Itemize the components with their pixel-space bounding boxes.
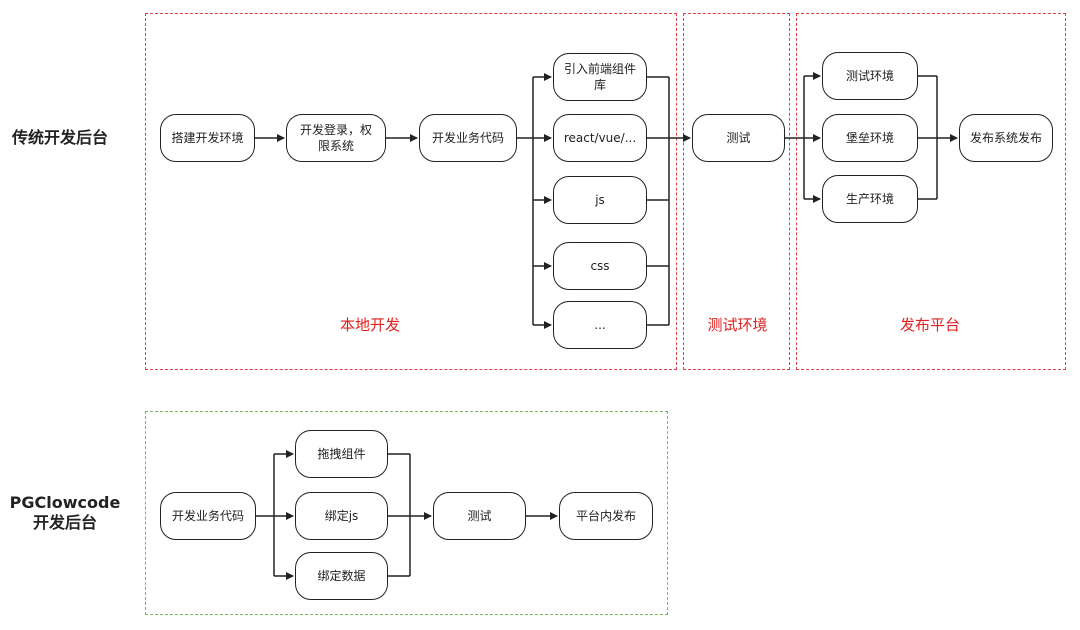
node-login-permission: 开发登录，权 限系统 (286, 114, 386, 162)
node-test-env: 测试环境 (822, 52, 918, 100)
node-css: css (553, 242, 647, 290)
node-prod-env: 生产环境 (822, 175, 918, 223)
node-pg-test-label: 测试 (467, 509, 492, 523)
node-publish-system: 发布系统发布 (959, 114, 1053, 162)
region-publish-platform (796, 13, 1066, 370)
row-title-pgclowcode-line2: 开发后台 (32, 513, 97, 532)
node-pg-publish-in-platform: 平台内发布 (559, 492, 653, 540)
row-title-pgclowcode-line1: PGClowcode (9, 493, 121, 512)
node-login-permission-line1: 开发登录，权 (299, 123, 372, 137)
node-pg-bind-data: 绑定数据 (295, 552, 388, 600)
node-pg-bind-data-label: 绑定数据 (317, 569, 366, 583)
node-setup-env: 搭建开发环境 (160, 114, 255, 162)
node-pg-drag-component-label: 拖拽组件 (317, 447, 366, 461)
node-test-env-label: 测试环境 (845, 69, 894, 83)
node-pg-drag-component: 拖拽组件 (295, 430, 388, 478)
region-pgclowcode (145, 411, 668, 615)
node-pg-bind-js-label: 绑定js (324, 509, 359, 523)
node-business-code-label: 开发业务代码 (431, 131, 504, 145)
node-pg-business-code: 开发业务代码 (160, 492, 256, 540)
region-test-env (683, 13, 790, 370)
node-import-lib: 引入前端组件 库 (553, 53, 647, 101)
node-pg-business-code-label: 开发业务代码 (171, 509, 244, 523)
node-test-label: 测试 (726, 131, 751, 145)
node-login-permission-line2: 限系统 (317, 139, 354, 153)
region-local-dev (145, 13, 677, 370)
region-label-local-dev: 本地开发 (339, 316, 400, 334)
node-business-code: 开发业务代码 (419, 114, 517, 162)
node-css-label: css (590, 259, 610, 273)
node-more: ... (553, 301, 647, 349)
row-title-pgclowcode: PGClowcode 开发后台 (5, 493, 125, 533)
region-label-test-env: 测试环境 (707, 316, 768, 334)
node-pg-bind-js: 绑定js (295, 492, 388, 540)
node-prod-env-label: 生产环境 (845, 192, 894, 206)
node-more-label: ... (594, 318, 606, 332)
node-pg-publish-in-platform-label: 平台内发布 (575, 509, 636, 523)
node-import-lib-line2: 库 (593, 78, 606, 92)
node-setup-env-label: 搭建开发环境 (171, 131, 244, 145)
node-js-label: js (595, 193, 605, 207)
region-label-publish-platform: 发布平台 (899, 316, 960, 334)
row-title-traditional: 传统开发后台 (11, 128, 108, 147)
node-bastion-env-label: 堡垒环境 (845, 131, 894, 145)
node-pg-test: 测试 (433, 492, 526, 540)
node-js: js (553, 176, 647, 224)
node-framework: react/vue/... (553, 114, 647, 162)
node-test: 测试 (692, 114, 785, 162)
node-framework-label: react/vue/... (563, 131, 637, 145)
node-publish-system-label: 发布系统发布 (969, 131, 1042, 145)
node-import-lib-line1: 引入前端组件 (563, 62, 636, 76)
node-bastion-env: 堡垒环境 (822, 114, 918, 162)
